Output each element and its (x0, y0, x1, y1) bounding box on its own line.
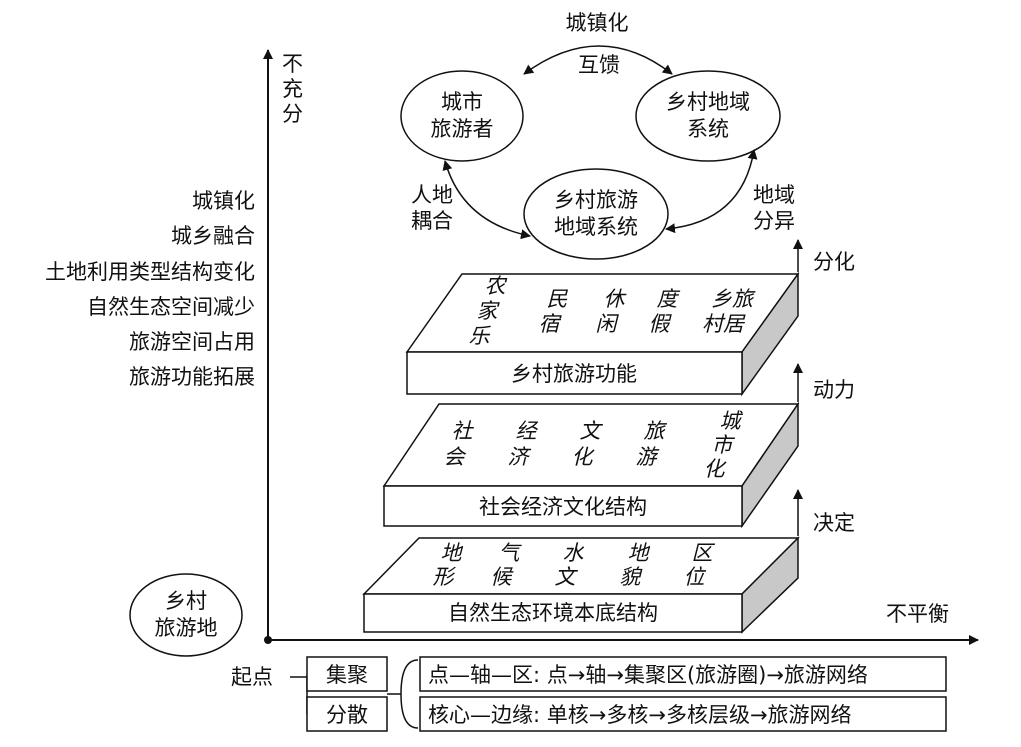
urban-tourist-line2: 旅游者 (431, 117, 494, 141)
factor-1: 城镇化 (192, 189, 255, 213)
rural-region-line1: 乡村地域 (666, 90, 750, 114)
layer-bottom-item-3-1: 水 (563, 541, 585, 565)
factor-4: 自然生态空间减少 (87, 295, 255, 319)
layer-bottom-item-5-2: 位 (684, 565, 707, 589)
differentiation-arc (665, 149, 758, 234)
rural-tourism-region-line2: 地域系统 (554, 215, 638, 239)
layer-bottom-title: 自然生态环境本底结构 (448, 601, 658, 625)
layer-top-item-2-2: 宿 (539, 312, 563, 336)
layer-middle-item-2-2: 济 (508, 445, 532, 469)
dispersion-box (306, 696, 388, 732)
y-axis-label-2: 充 (282, 77, 303, 101)
cycle-top-label: 城镇化 (566, 11, 629, 35)
rural-tourism-region-line1: 乡村旅游 (554, 188, 638, 212)
factor-6: 旅游功能拓展 (129, 365, 255, 389)
side-label-differentiation: 分化 (813, 250, 855, 274)
layer-bottom-item-2-1: 气 (499, 541, 523, 565)
layer-bottom-item-3-2: 文 (555, 565, 579, 589)
rural-tourism-site-ellipse (129, 573, 243, 657)
y-axis-label-1: 不 (282, 52, 303, 76)
feedback-label: 互馈 (578, 53, 620, 77)
layer-middle-item-4-2: 游 (636, 445, 660, 469)
layer-top-item-1-2: 家 (477, 299, 501, 323)
rural-tourism-site-line2: 旅游地 (155, 616, 218, 640)
layer-top-item-5-2: 村居 (702, 312, 746, 336)
y-axis-label-3: 分 (282, 102, 303, 126)
layer-middle-item-1-2: 会 (444, 445, 467, 469)
differentiation-line2: 分异 (753, 209, 795, 233)
factor-5: 旅游空间占用 (129, 330, 255, 354)
layer-bottom-item-1-1: 地 (441, 541, 464, 565)
layer-middle-item-5-2: 市 (712, 433, 736, 457)
layer-top-item-5-1: 乡旅 (711, 287, 756, 311)
layer-natural-ecological-base: 自然生态环境本底结构 地 形 气 候 水 文 地 貌 区 位 (362, 536, 800, 634)
layer-bottom-item-4-2: 貌 (620, 565, 644, 589)
layer-middle-item-5-3: 化 (704, 457, 728, 481)
rural-tourism-site-line1: 乡村 (165, 589, 207, 613)
layer-top-item-4-1: 度 (657, 287, 681, 311)
core-periphery-text: 核心—边缘: 单核→多核→多核层级→旅游网络 (428, 703, 852, 727)
layer-top-item-1-1: 农 (485, 274, 508, 298)
layer-socio-economic-structure: 社会经济文化结构 社 会 经 济 文 化 旅 游 城 市 化 (382, 401, 800, 529)
layer-middle-title: 社会经济文化结构 (479, 495, 647, 519)
layer-middle-item-3-1: 文 (580, 419, 604, 443)
agglomeration-box (306, 656, 388, 692)
rural-region-system-node (635, 70, 781, 162)
factor-2: 城乡融合 (171, 224, 255, 248)
factor-3: 土地利用类型结构变化 (45, 260, 255, 284)
urban-tourist-line1: 城市 (441, 90, 483, 114)
layer-bottom-item-2-2: 候 (491, 565, 515, 589)
dispersion-label: 分散 (326, 703, 368, 727)
layer-rural-tourism-function: 乡村旅游功能 农 家 乐 民 宿 休 闲 度 假 乡旅 村居 (405, 271, 800, 397)
layer-top-item-3-1: 休 (604, 287, 628, 311)
rural-tourism-region-node (523, 168, 669, 260)
origin-label: 起点 (231, 665, 273, 689)
layer-bottom-item-4-1: 地 (628, 541, 651, 565)
x-axis-label: 不平衡 (886, 602, 949, 626)
legend-brace (400, 659, 419, 729)
differentiation-line1: 地域 (753, 183, 795, 207)
coupling-line1: 人地 (411, 183, 453, 207)
layer-middle-item-3-2: 化 (572, 445, 596, 469)
agglomeration-label: 集聚 (326, 663, 368, 687)
layer-bottom-item-5-1: 区 (692, 541, 716, 565)
coupling-line2: 耦合 (411, 209, 453, 233)
side-label-driving-force: 动力 (813, 378, 855, 402)
layer-top-item-2-1: 民 (547, 287, 569, 311)
layer-middle-item-4-1: 旅 (644, 419, 668, 443)
urban-tourist-node (400, 70, 524, 162)
point-axis-area-box (419, 656, 947, 692)
core-periphery-box (419, 696, 947, 732)
layer-top-item-1-3: 乐 (469, 324, 492, 348)
rural-region-line2: 系统 (687, 117, 729, 141)
origin-dot (264, 636, 272, 644)
coupling-arc (442, 160, 531, 240)
layer-middle-item-5-1: 城 (720, 409, 744, 433)
layer-middle-item-1-1: 社 (452, 419, 475, 443)
layer-middle-item-2-1: 经 (516, 419, 539, 443)
layer-top-item-3-2: 闲 (596, 312, 620, 336)
feedback-arc (523, 45, 673, 75)
layer-bottom-item-1-2: 形 (433, 565, 457, 589)
point-axis-area-text: 点—轴—区: 点→轴→集聚区(旅游圈)→旅游网络 (428, 663, 868, 687)
side-label-determine: 决定 (813, 511, 855, 535)
layer-top-title: 乡村旅游功能 (511, 362, 637, 386)
layer-top-item-4-2: 假 (649, 312, 673, 336)
